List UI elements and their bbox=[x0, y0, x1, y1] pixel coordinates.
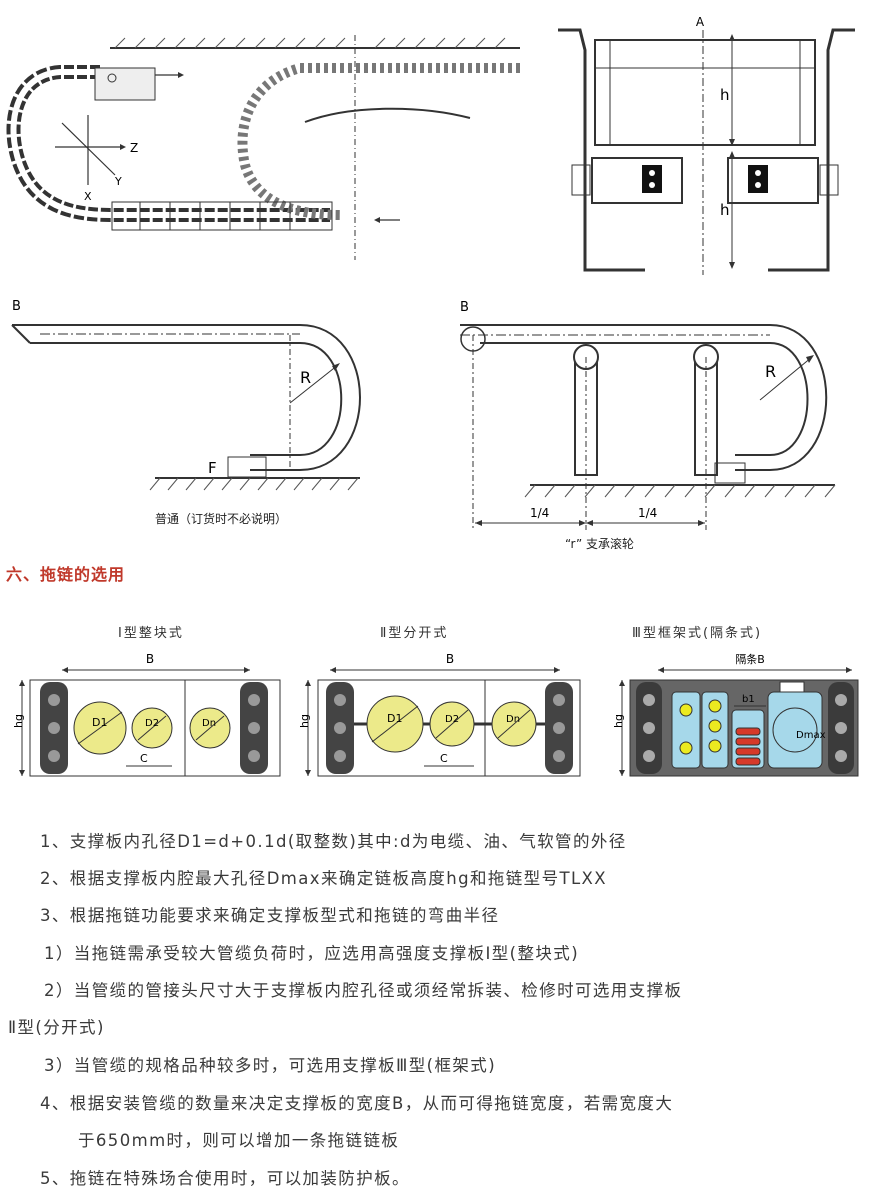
mid-left-f: F bbox=[208, 459, 217, 477]
label-h-bottom: h bbox=[720, 201, 730, 219]
standard-bend-figure: B R F bbox=[11, 299, 361, 491]
type-2-diagram: B hg D1 D2 Dn C bbox=[298, 652, 581, 777]
note-3-1: 1）当拖链需承受较大管缆负荷时，应选用高强度支撑板Ⅰ型(整块式) bbox=[44, 944, 580, 963]
mid-left-b: B bbox=[12, 299, 21, 314]
mid-left-caption: 普通（订货时不必说明） bbox=[155, 512, 288, 526]
mid-right-r: R bbox=[765, 362, 776, 381]
axis-z-label: Z bbox=[130, 141, 138, 155]
note-2: 2、根据支撑板内腔最大孔径Dmax来确定链板高度hg和拖链型号TLXX bbox=[40, 869, 607, 888]
cross-section-figure: A h h bbox=[558, 15, 855, 275]
type-1-b: B bbox=[146, 652, 154, 666]
type-3-dmax: Dmax bbox=[796, 730, 826, 741]
label-a: A bbox=[696, 15, 705, 29]
type-3-b1: b1 bbox=[742, 694, 755, 705]
type-1-d2: D2 bbox=[145, 718, 159, 729]
type-1-hg: hg bbox=[12, 714, 25, 728]
note-4: 4、根据安装管缆的数量来决定支撑板的宽度B，从而可得拖链宽度，若需宽度大 bbox=[40, 1094, 674, 1113]
type-2-d2: D2 bbox=[445, 714, 459, 725]
axis-y-label: Y bbox=[114, 175, 122, 188]
type-3-b: 隔条B bbox=[735, 652, 765, 666]
mid-left-r: R bbox=[300, 368, 311, 387]
mid-right-caption: “r” 支承滚轮 bbox=[565, 537, 635, 551]
note-3-2-cont: Ⅱ型(分开式) bbox=[8, 1018, 105, 1037]
mid-right-b: B bbox=[460, 300, 469, 315]
type-1-d1: D1 bbox=[92, 716, 107, 729]
type-3-caption: Ⅲ型框架式(隔条式) bbox=[632, 626, 763, 641]
type-2-c: C bbox=[440, 752, 448, 765]
note-3: 3、根据拖链功能要求来确定支撑板型式和拖链的弯曲半径 bbox=[40, 906, 500, 925]
note-5: 5、拖链在特殊场合使用时，可以加装防护板。 bbox=[40, 1169, 410, 1188]
note-3-2: 2）当管缆的管接头尺寸大于支撑板内腔孔径或须经常拆装、检修时可选用支撑板 bbox=[44, 981, 683, 1000]
type-1-diagram: B hg D1 D2 Dn C bbox=[12, 652, 281, 777]
note-3-3: 3）当管缆的规格品种较多时，可选用支撑板Ⅲ型(框架式) bbox=[44, 1056, 497, 1075]
type-1-c: C bbox=[140, 752, 148, 765]
type-3-diagram: 隔条B hg b1 Dmax bbox=[612, 652, 859, 777]
quarter-label-2: 1/4 bbox=[638, 506, 657, 520]
type-3-hg: hg bbox=[612, 714, 625, 728]
axis-x-label: X bbox=[84, 190, 92, 203]
note-1: 1、支撑板内孔径D1=d+0.1d(取整数)其中:d为电缆、油、气软管的外径 bbox=[40, 832, 627, 851]
section-title: 六、拖链的选用 bbox=[6, 565, 126, 584]
type-1-caption: Ⅰ型整块式 bbox=[118, 626, 184, 641]
note-4-cont: 于650mm时，则可以增加一条拖链链板 bbox=[78, 1131, 400, 1150]
label-h-top: h bbox=[720, 86, 730, 104]
type-2-b: B bbox=[446, 652, 454, 666]
roller-support-figure: B R 1/4 1/4 bbox=[460, 300, 836, 530]
type-2-caption: Ⅱ型分开式 bbox=[380, 626, 449, 641]
type-1-dn: Dn bbox=[202, 718, 216, 729]
chain-motion-figure: Z Y X bbox=[6, 35, 520, 260]
type-2-dn: Dn bbox=[506, 714, 520, 725]
type-2-hg: hg bbox=[298, 714, 311, 728]
quarter-label-1: 1/4 bbox=[530, 506, 549, 520]
type-2-d1: D1 bbox=[387, 712, 402, 725]
